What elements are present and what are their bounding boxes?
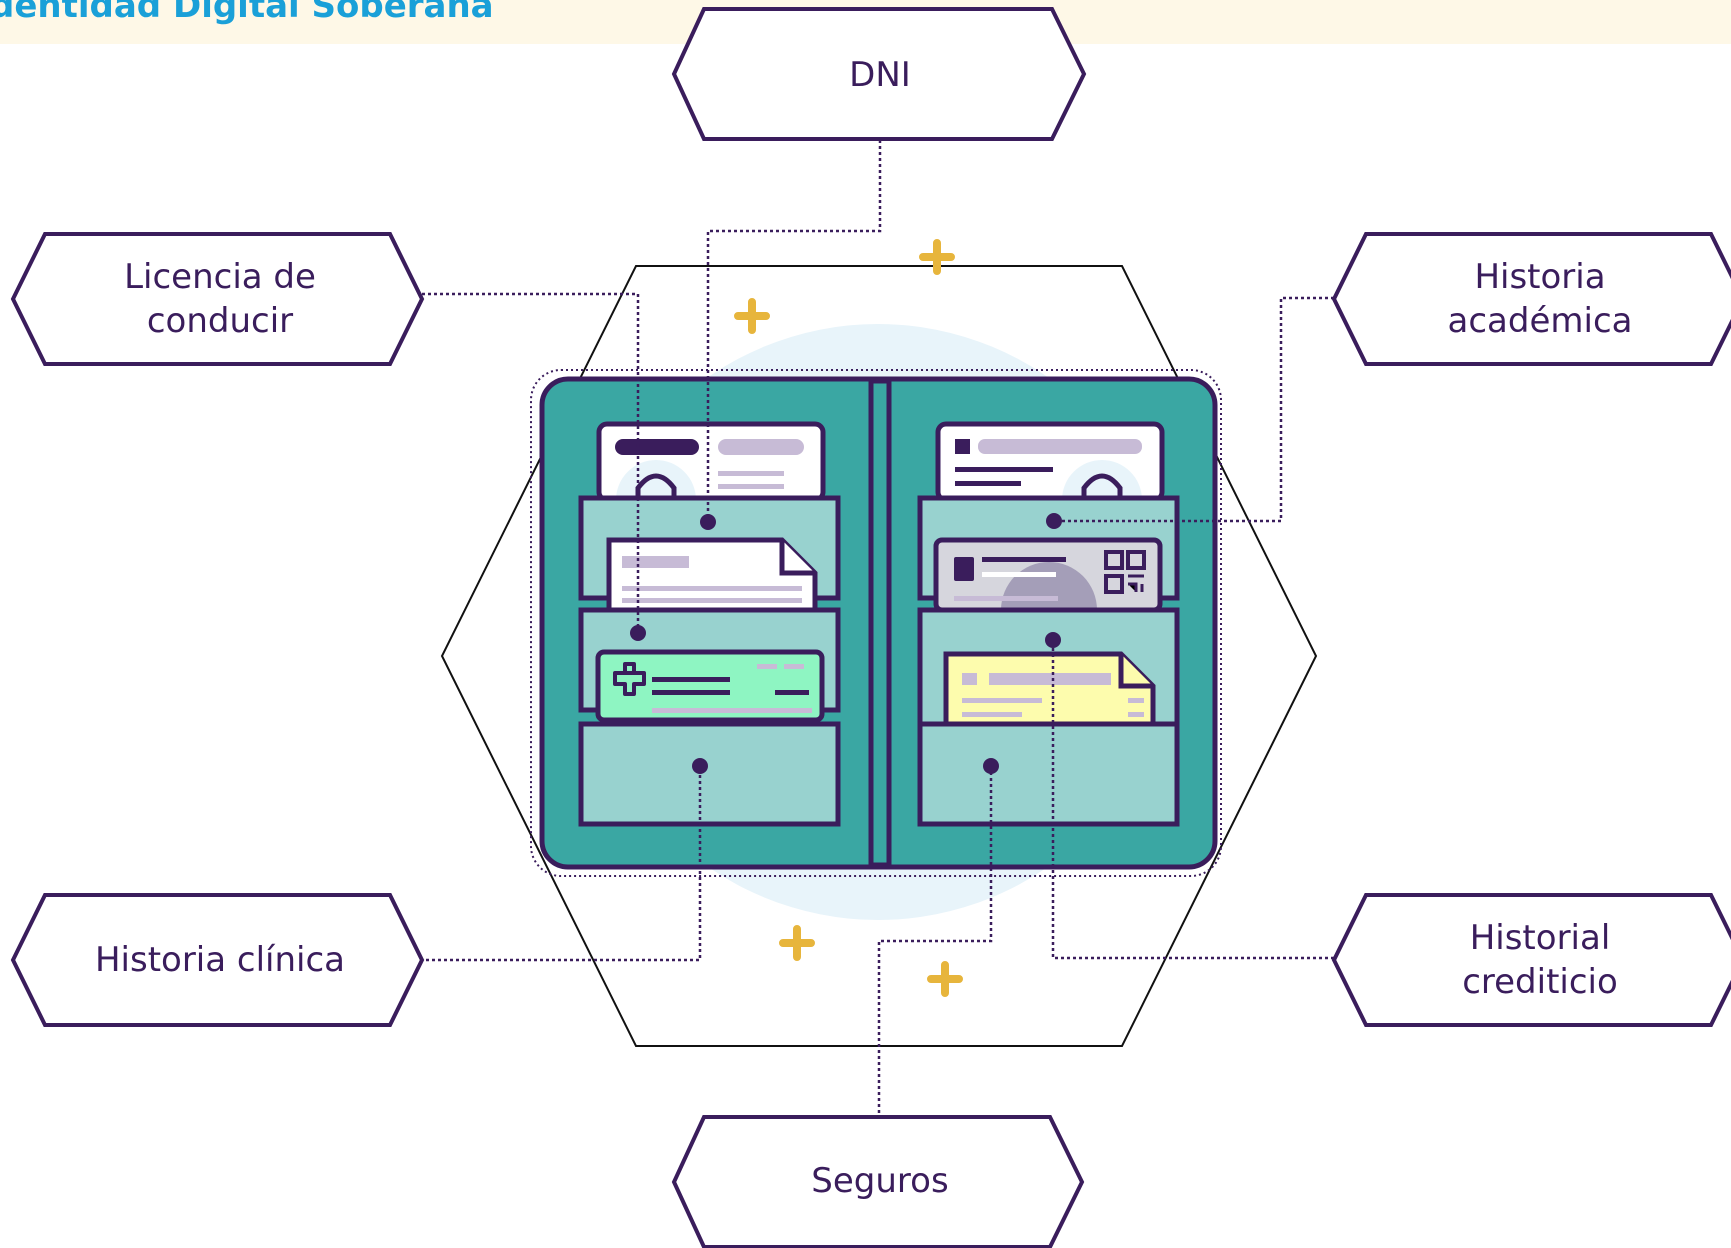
node-licencia-shape: [10, 232, 425, 366]
node-licencia-label: Licencia de conducir: [124, 256, 316, 341]
bank-card-icon: [933, 537, 1163, 613]
plus-sparkles: [734, 239, 963, 997]
connector-historia-clinica: [426, 766, 702, 962]
node-historia-academica-label: Historia académica: [1447, 256, 1633, 341]
document-icon: [606, 537, 818, 613]
pocket-left-bottom: [578, 721, 841, 827]
node-historial-crediticio-label: Historial crediticio: [1462, 917, 1618, 1002]
connector-licencia: [422, 292, 640, 633]
pocket-right-bottom: [917, 721, 1180, 827]
node-seguros-label: Seguros: [811, 1160, 949, 1201]
node-dni-label: DNI: [849, 54, 911, 95]
connector-dni: [706, 140, 882, 522]
connector-seguros: [877, 766, 993, 1116]
node-historia-academica-shape: [1331, 232, 1731, 366]
insurance-document-icon: [943, 651, 1156, 735]
node-dni-shape: [671, 7, 1087, 141]
connector-historial-crediticio: [1051, 640, 1334, 960]
health-card-icon: [595, 649, 825, 723]
page-title: dentidad Digital Soberana: [0, 0, 494, 26]
connector-historia-academica: [1054, 296, 1334, 523]
central-hexagon: [440, 265, 1318, 1047]
anchor-dots: [630, 513, 1062, 774]
node-historia-clinica-shape: [10, 893, 425, 1027]
connector-lines: [422, 140, 1334, 1116]
node-historia-clinica-label: Historia clínica: [94, 939, 346, 980]
node-seguros-shape: [671, 1115, 1085, 1248]
node-historial-crediticio-shape: [1331, 893, 1731, 1027]
